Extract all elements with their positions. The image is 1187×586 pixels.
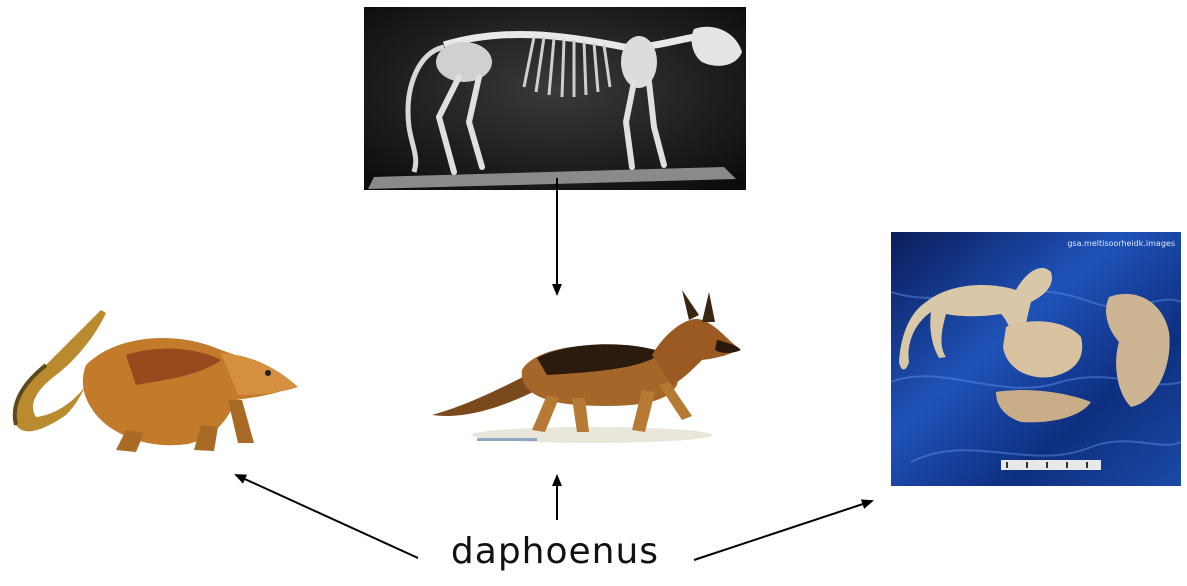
skeleton-photo bbox=[364, 7, 746, 190]
arrow-label-to-fossil bbox=[694, 501, 872, 560]
skeleton-icon bbox=[364, 7, 746, 190]
dog-icon bbox=[427, 280, 743, 447]
mongoose-icon bbox=[6, 305, 302, 455]
fossil-photo: gsa.meltisoorheidk.images bbox=[891, 232, 1181, 486]
dog-illustration bbox=[427, 280, 743, 447]
fossil-watermark: gsa.meltisoorheidk.images bbox=[1067, 239, 1175, 248]
fossil-icon: gsa.meltisoorheidk.images bbox=[891, 232, 1181, 486]
daphoenus-label: daphoenus bbox=[430, 530, 680, 574]
arrow-label-to-mongoose bbox=[236, 475, 418, 558]
mongoose-illustration bbox=[6, 305, 302, 455]
